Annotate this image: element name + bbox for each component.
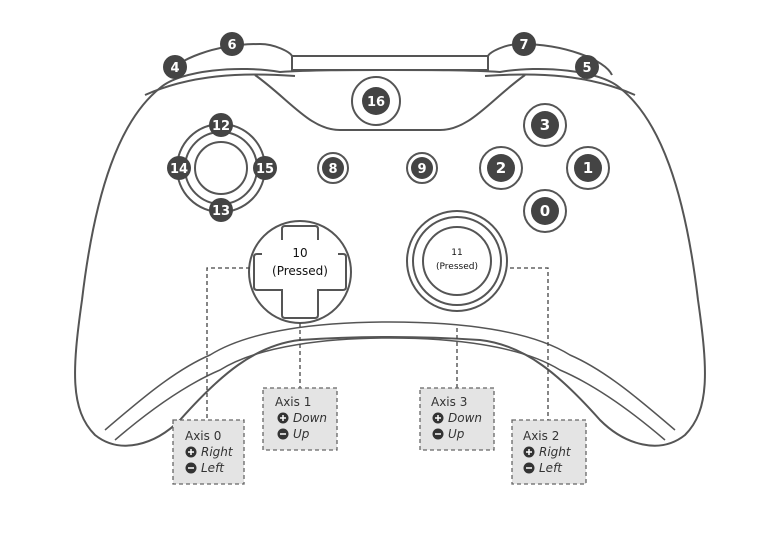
button-0-label: 0 (540, 202, 550, 220)
guide-button[interactable]: 16 (351, 76, 401, 126)
axis-2-label-box: Axis 2 Right Left (511, 419, 587, 485)
axis-2-minus-label: Left (539, 461, 563, 475)
face-button-3[interactable]: 3 (523, 103, 567, 147)
axis-0-title: Axis 0 (185, 429, 221, 443)
axis-3-label-box: Axis 3 Down Up (419, 387, 495, 451)
axis-2-plus-label: Right (539, 445, 572, 459)
button-3-label: 3 (540, 116, 550, 134)
left-bumper-button[interactable]: 6 (220, 32, 244, 56)
left-stick-state: (Pressed) (272, 264, 328, 278)
button-15-label: 15 (256, 162, 274, 177)
axis-2-title: Axis 2 (523, 429, 559, 443)
dpad-left-button[interactable]: 14 (167, 156, 191, 180)
dpad-down-button[interactable]: 13 (209, 198, 233, 222)
minus-icon (432, 428, 444, 440)
face-button-0[interactable]: 0 (523, 189, 567, 233)
axis-3-minus-label: Up (448, 427, 465, 441)
plus-icon (523, 446, 535, 458)
plus-icon (185, 446, 197, 458)
axis-0-minus-label: Left (201, 461, 225, 475)
right-stick-number: 11 (451, 248, 462, 258)
right-stick[interactable]: 11 (Pressed) (406, 210, 508, 312)
minus-icon (185, 462, 197, 474)
face-button-1[interactable]: 1 (566, 146, 610, 190)
button-6-label: 6 (227, 38, 236, 53)
axis-3-plus-label: Down (448, 411, 482, 425)
right-bumper-button[interactable]: 7 (512, 32, 536, 56)
right-stick-state: (Pressed) (436, 262, 478, 272)
plus-icon (432, 412, 444, 424)
button-7-label: 7 (519, 38, 528, 53)
button-1-label: 1 (583, 159, 593, 177)
axis-0-label-box: Axis 0 Right Left (172, 419, 245, 485)
axis-1-minus-label: Up (293, 427, 310, 441)
view-button[interactable]: 8 (317, 152, 349, 184)
minus-icon (523, 462, 535, 474)
button-12-label: 12 (212, 119, 230, 134)
left-stick[interactable]: 10 (Pressed) (248, 220, 352, 324)
menu-button[interactable]: 9 (406, 152, 438, 184)
axis-3-title: Axis 3 (431, 395, 467, 409)
button-8-label: 8 (328, 162, 337, 177)
axis-1-title: Axis 1 (275, 395, 311, 409)
left-stick-number: 10 (292, 246, 307, 260)
left-trigger-button[interactable]: 4 (163, 55, 187, 79)
right-trigger-button[interactable]: 5 (575, 55, 599, 79)
button-13-label: 13 (212, 204, 230, 219)
button-14-label: 14 (170, 162, 188, 177)
minus-icon (277, 428, 289, 440)
button-2-label: 2 (496, 159, 506, 177)
plus-icon (277, 412, 289, 424)
button-16-label: 16 (367, 95, 385, 110)
button-9-label: 9 (417, 162, 426, 177)
button-5-label: 5 (582, 61, 591, 76)
dpad-cross-icon (253, 225, 347, 319)
dpad-up-button[interactable]: 12 (209, 113, 233, 137)
axis-connectors (206, 267, 549, 420)
axis-1-label-box: Axis 1 Down Up (262, 387, 338, 451)
axis-1-plus-label: Down (293, 411, 327, 425)
dpad-right-button[interactable]: 15 (253, 156, 277, 180)
face-button-2[interactable]: 2 (479, 146, 523, 190)
axis-0-plus-label: Right (201, 445, 234, 459)
button-4-label: 4 (170, 61, 179, 76)
